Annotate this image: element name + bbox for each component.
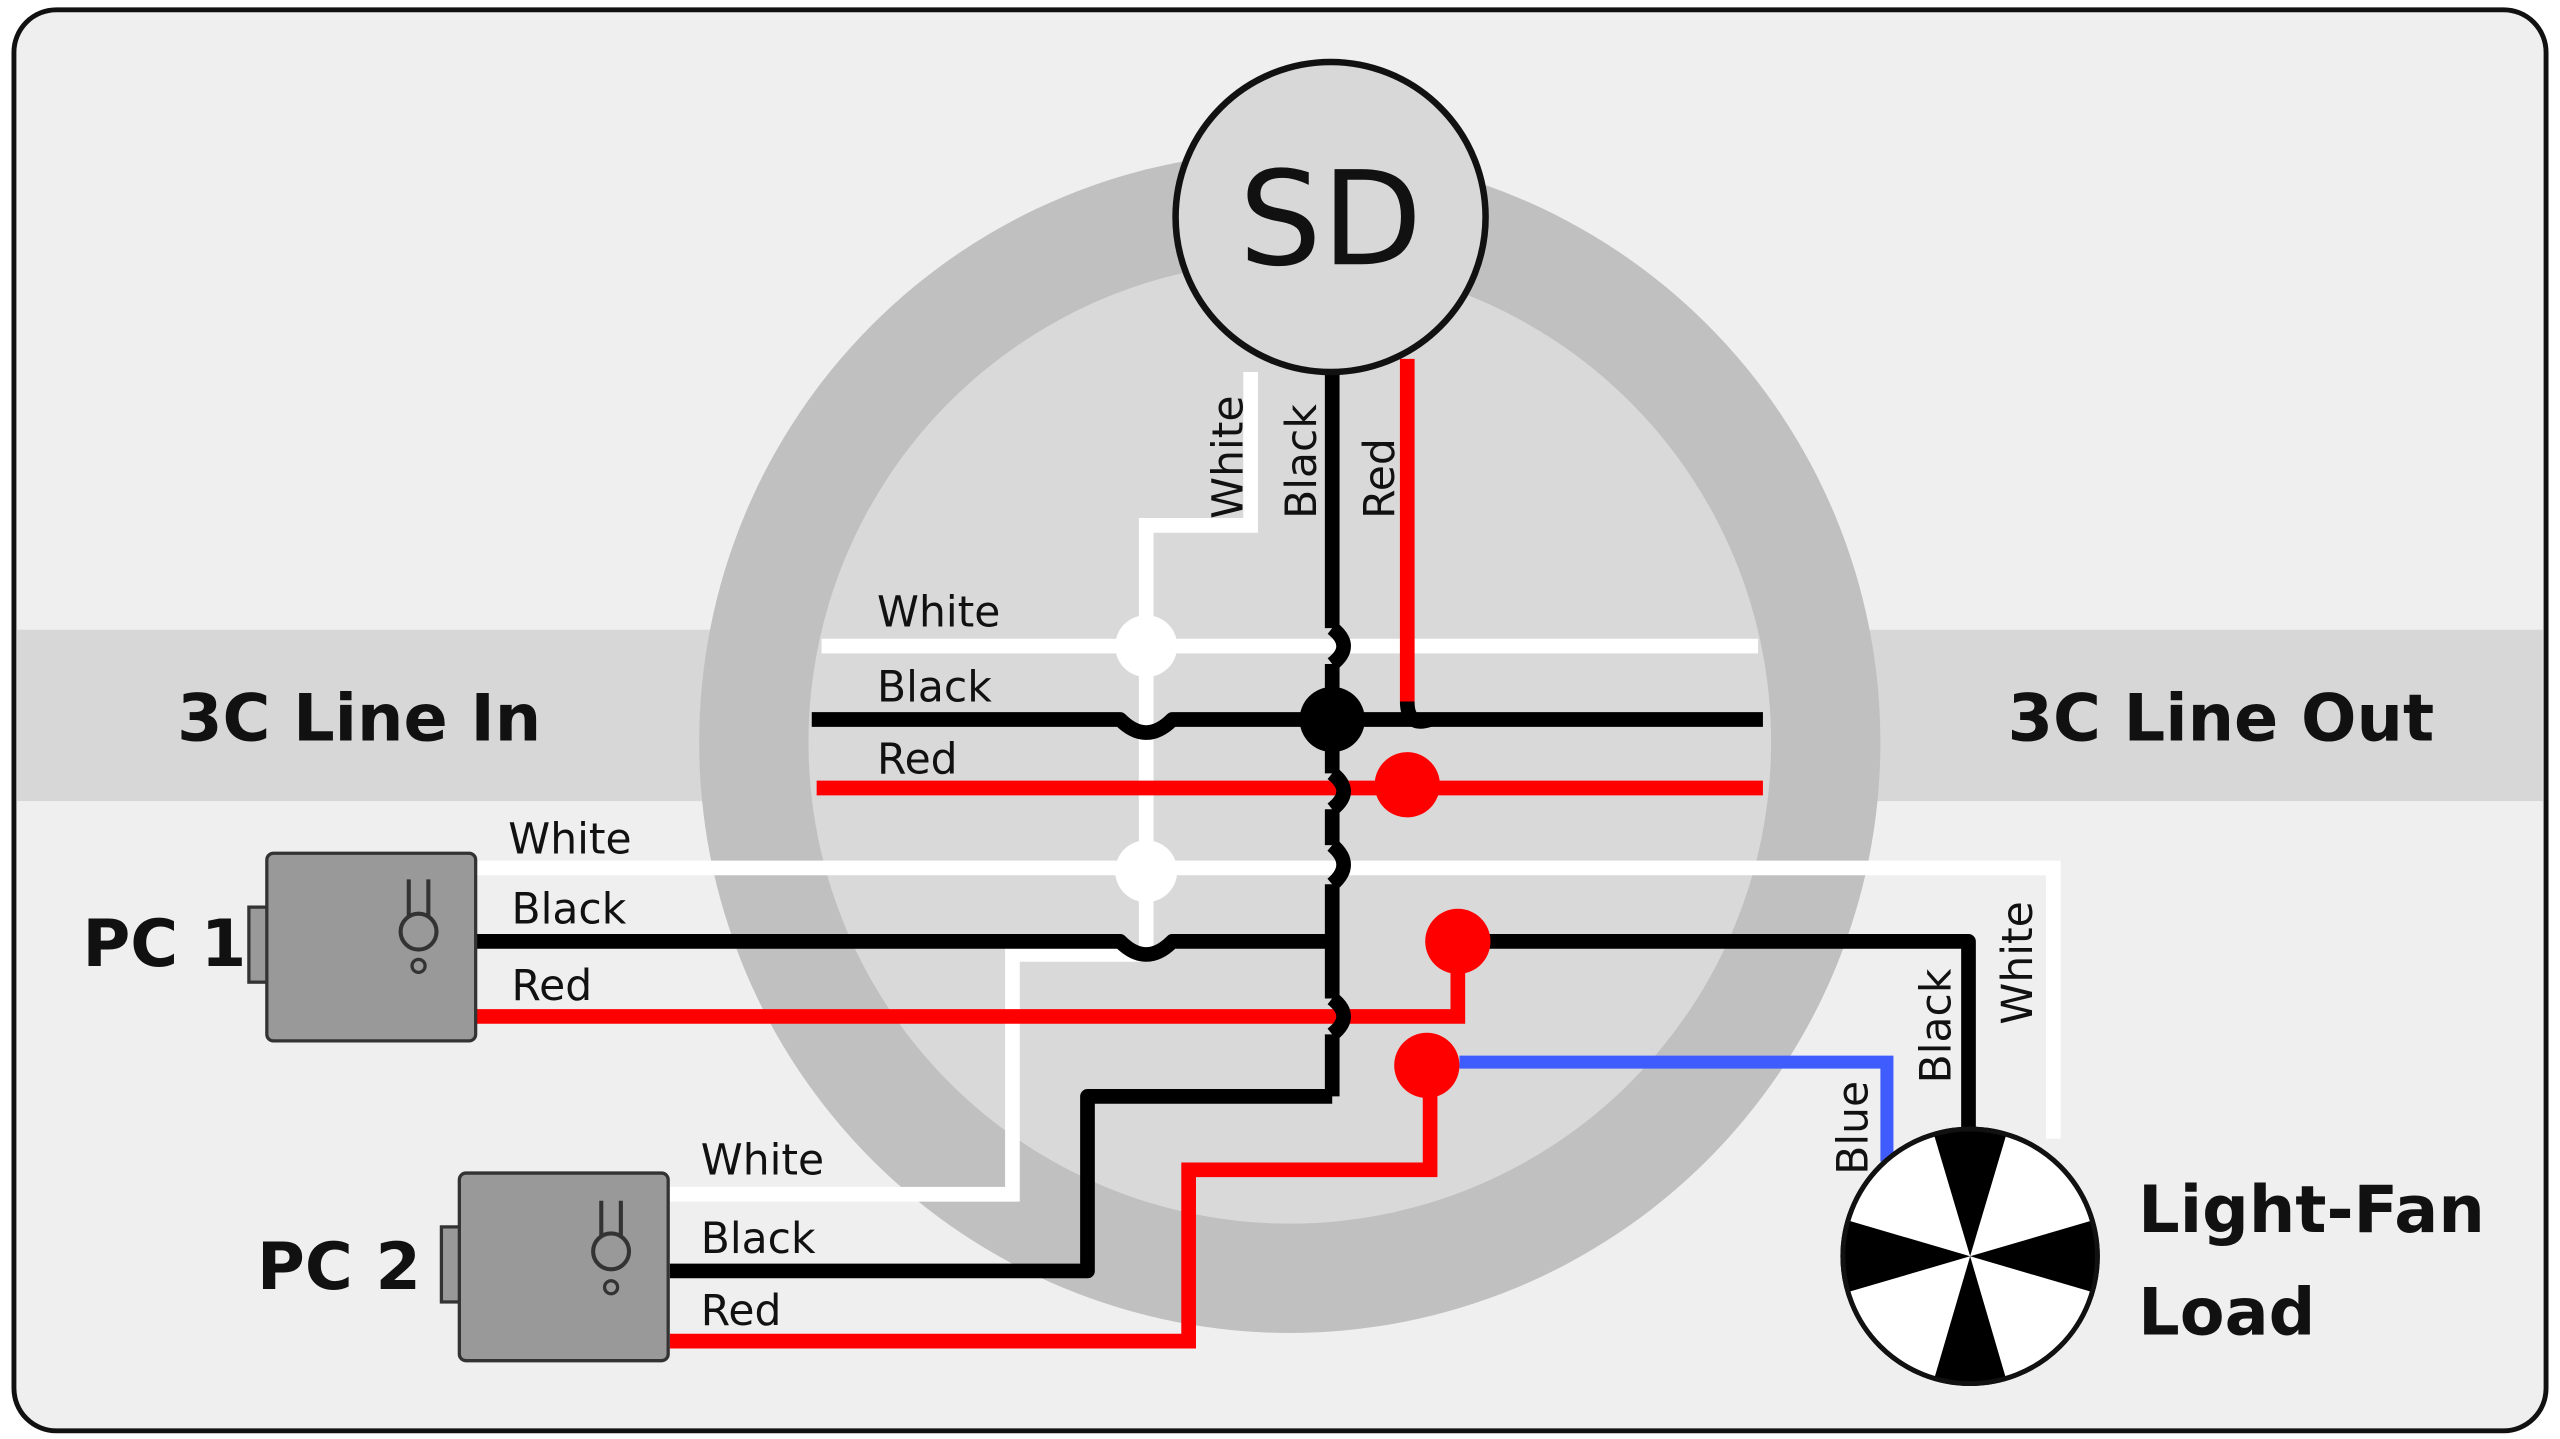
- white-splice-top: [1115, 615, 1178, 678]
- load-label-line2: Load: [2138, 1275, 2315, 1351]
- red-splice-pc2: [1394, 1032, 1460, 1099]
- line-in-label: 3C Line In: [177, 681, 541, 757]
- load-wire-label-white: White: [1994, 901, 2043, 1024]
- pc1-wire-label-red: Red: [512, 962, 593, 1011]
- light-fan-load: [1840, 1126, 2100, 1386]
- pc1-wire-label-black: Black: [512, 885, 627, 934]
- black-wires: [475, 371, 1976, 1279]
- junction-box-inner: [808, 261, 1772, 1224]
- red-splice-pc1: [1425, 908, 1491, 975]
- bus-label-white: White: [877, 589, 1000, 638]
- pc2-key-icon: [599, 1200, 623, 1237]
- black-wire-pc1: [475, 934, 1333, 962]
- load-wire-label-black: Black: [1913, 968, 1962, 1083]
- pc1-label: PC 1: [82, 906, 246, 982]
- blue-wire-load: [1459, 1055, 1894, 1162]
- pc1-led-icon: [410, 957, 427, 975]
- black-splice: [1299, 686, 1365, 753]
- black-wire-load: [1457, 934, 1976, 1139]
- sd-wire-label-red: Red: [1356, 438, 1405, 519]
- sd-device: SD: [1172, 58, 1489, 376]
- black-wire-sd-hop: [1327, 622, 1351, 670]
- red-wire-sd-hop: [1399, 701, 1433, 729]
- white-splice-bottom: [1115, 840, 1178, 903]
- sd-label: SD: [1239, 143, 1422, 295]
- bus-label-red: Red: [877, 735, 958, 784]
- load-wire-label-blue: Blue: [1829, 1081, 1878, 1175]
- load-label-line1: Light-Fan: [2138, 1172, 2485, 1248]
- fan-blades-icon: [1842, 1130, 2098, 1384]
- white-wire-pc1-load: [475, 860, 2061, 1139]
- pc1-key-icon: [406, 879, 431, 917]
- pc1-wire-label-white: White: [508, 815, 631, 864]
- pc2-wire-label-black: Black: [701, 1215, 816, 1264]
- black-wire-pc2: [669, 1089, 1333, 1279]
- sd-wire-label-white: White: [1204, 396, 1253, 519]
- pc2-label: PC 2: [257, 1229, 421, 1305]
- line-out-label: 3C Line Out: [2008, 681, 2434, 757]
- pc1-device: [247, 851, 478, 1043]
- pc2-led-icon: [602, 1279, 620, 1296]
- black-wire-line-in: [811, 712, 1763, 740]
- red-wire-pc2: [669, 1065, 1438, 1349]
- sd-wire-label-black: Black: [1278, 404, 1327, 519]
- pc2-wire-label-red: Red: [701, 1287, 782, 1336]
- red-splice-line: [1374, 752, 1440, 818]
- bus-label-black: Black: [877, 664, 992, 713]
- pc2-device: [439, 1171, 670, 1363]
- pc2-wire-label-white: White: [701, 1137, 824, 1186]
